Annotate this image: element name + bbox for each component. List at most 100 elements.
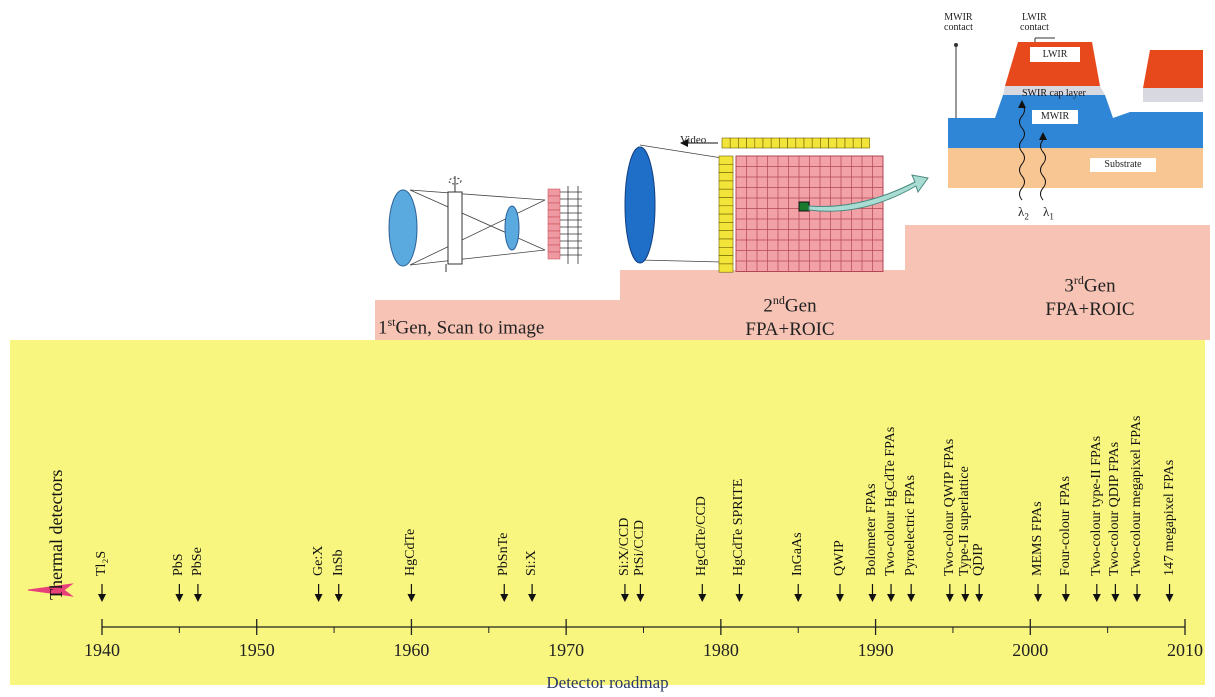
readout-cell — [779, 137, 788, 149]
gen2-num: 2 — [763, 295, 773, 317]
gen2-band — [620, 270, 905, 340]
readout-cell — [729, 137, 739, 149]
gen1-lens-large — [388, 189, 418, 267]
scan-detector-element — [547, 202, 561, 211]
readout-cell — [718, 172, 734, 182]
readout-cell — [836, 137, 846, 149]
timeline-panel — [10, 340, 1205, 685]
substrate-layer — [948, 148, 1203, 188]
figure-caption: Detector roadmap — [546, 673, 669, 692]
readout-cell — [718, 180, 734, 190]
gen2-sup: nd — [772, 293, 785, 307]
milestone-arrowhead — [868, 594, 877, 602]
lambda1-label: λ1 — [1043, 204, 1054, 222]
selected-pixel — [798, 201, 810, 212]
milestone-arrowhead — [1111, 594, 1120, 602]
readout-cell — [844, 137, 854, 149]
scan-detector-element — [547, 195, 561, 204]
readout-cell — [787, 137, 797, 149]
milestone-arrowhead — [175, 594, 184, 602]
fpa-pixel-grid — [735, 155, 884, 272]
lambda2-subscript: 2 — [1024, 211, 1029, 222]
milestone-label: Pyroelectric FPAs — [903, 475, 919, 576]
gen3-label: 3rdGen FPA+ROIC — [1020, 268, 1160, 322]
readout-cell — [718, 197, 734, 207]
year-label: 1940 — [84, 640, 120, 660]
scan-detector-element — [547, 244, 561, 253]
milestone-label: Two-colour megapixel FPAs — [1129, 415, 1145, 576]
milestone-label: Four-colour FPAs — [1057, 476, 1073, 576]
milestone-label: PbSnTe — [496, 532, 512, 576]
milestone-arrowhead — [1092, 594, 1101, 602]
swir-cap-layer — [1003, 86, 1105, 95]
milestone-label: PbSe — [189, 547, 205, 576]
readout-cell — [718, 213, 734, 223]
lambda2-ray — [1019, 103, 1025, 201]
milestone-arrowhead — [794, 594, 803, 602]
milestone-label: Two-colour type-II FPAs — [1088, 435, 1104, 576]
mwir-contact-label: MWIR contact — [944, 12, 973, 33]
year-label: 2010 — [1167, 640, 1203, 660]
milestone-label: Two-colour HgCdTe FPAs — [883, 426, 899, 576]
year-label: 1960 — [393, 640, 430, 660]
milestone-arrowhead — [334, 594, 343, 602]
milestone-label: QWIP — [831, 540, 847, 576]
gen1-lens-small — [504, 205, 520, 251]
substrate-label: Substrate — [1090, 158, 1156, 172]
milestone-arrowhead — [528, 594, 537, 602]
lambda2-symbol: λ — [1018, 204, 1025, 219]
lambda2-label: λ2 — [1018, 204, 1029, 222]
year-label: 1970 — [548, 640, 585, 660]
readout-cell — [754, 137, 764, 149]
milestone-label: HgCdTe/CCD — [694, 496, 710, 576]
swir-cap-label: SWIR cap layer — [1022, 88, 1086, 99]
scan-mirror — [447, 191, 463, 265]
scan-detector-element — [547, 216, 561, 225]
milestone-label: QDIP — [971, 543, 987, 576]
lwir-contact-label: LWIR contact — [1020, 12, 1049, 33]
milestone-arrowhead — [698, 594, 707, 602]
gen2-line2: FPA+ROIC — [745, 319, 835, 341]
year-label: 1980 — [702, 640, 739, 660]
milestone-arrowhead — [735, 594, 744, 602]
gen2-line1: 2ndGen — [720, 288, 860, 318]
mwir-label: MWIR — [1032, 110, 1078, 124]
gen1-scan-diagram — [388, 176, 582, 272]
readout-cell — [820, 137, 829, 149]
milestone-label: Si:X/CCD — [616, 517, 632, 576]
milestone-arrowhead — [1034, 594, 1043, 602]
thermal-arrow-icon — [27, 583, 74, 597]
milestone-label: HgCdTe SPRITE — [731, 478, 747, 576]
scan-detector-element — [547, 251, 561, 260]
milestone-arrowhead — [98, 594, 106, 602]
milestone-label: PtSi/CCD — [632, 519, 648, 576]
gen3-line2: FPA+ROIC — [1045, 299, 1135, 321]
thermal-detectors-label: Thermal detectors — [46, 469, 66, 600]
gen2-text: Gen — [784, 295, 817, 317]
milestone-arrowhead — [975, 594, 984, 602]
milestone-label: InSb — [330, 549, 346, 576]
scan-detector-element — [547, 209, 561, 218]
readout-cell — [795, 137, 805, 149]
gen1-sup: st — [387, 315, 396, 329]
readout-cell — [770, 137, 780, 149]
milestone-label: MEMS FPAs — [1030, 501, 1046, 576]
timeline-axis — [98, 584, 1186, 635]
milestone-label: HgCdTe — [403, 528, 419, 576]
readout-cell — [762, 137, 772, 149]
readout-cell — [718, 164, 734, 173]
gen2-label: 2ndGen FPA+ROIC — [720, 288, 860, 342]
gen2-lens — [624, 146, 656, 264]
video-label: Video — [680, 134, 707, 146]
milestone-arrowhead — [620, 594, 629, 602]
scan-detector-element — [547, 188, 561, 197]
gen1-band — [375, 300, 623, 340]
milestone-label: Bolometer FPAs — [864, 483, 880, 576]
milestone-label: Si:X — [524, 550, 540, 576]
scan-detector-element — [547, 223, 561, 232]
milestone-arrowhead — [1061, 594, 1070, 602]
milestone-arrowhead — [887, 594, 896, 602]
lambda1-subscript: 1 — [1049, 211, 1054, 222]
